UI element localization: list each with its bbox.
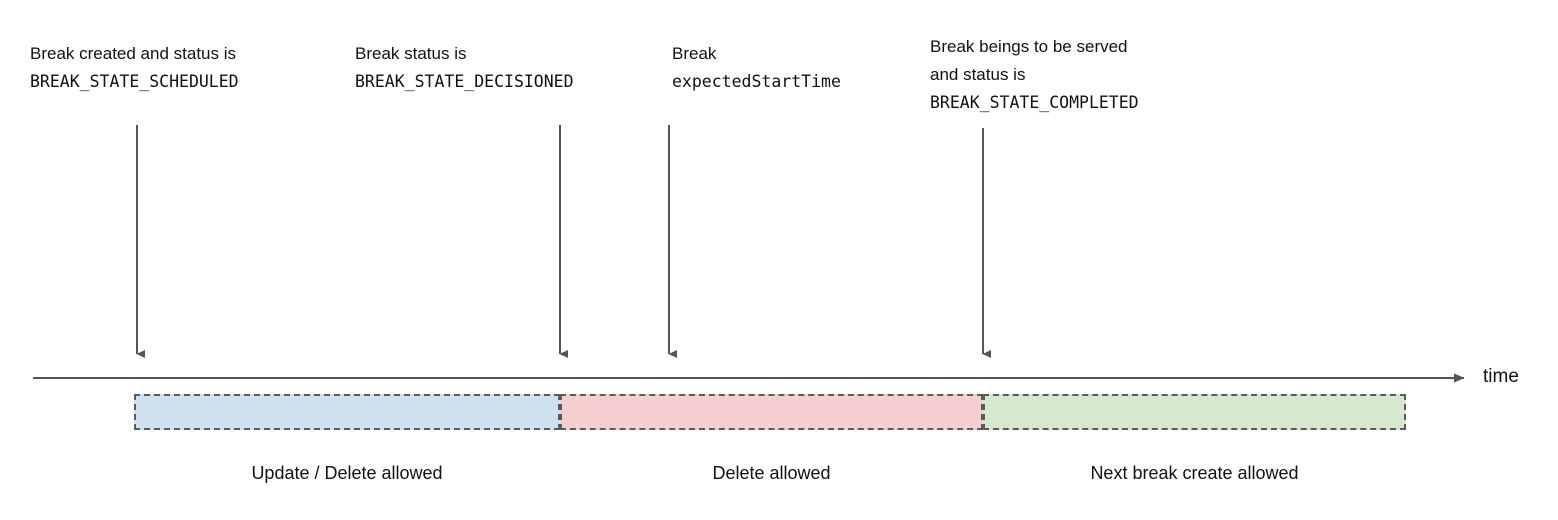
annotation-line: Break (672, 44, 717, 63)
annotation-line: Break created and status is (30, 44, 237, 63)
annotation-line-constant: BREAK_STATE_DECISIONED (355, 72, 574, 91)
annotation-line-constant: BREAK_STATE_COMPLETED (930, 93, 1139, 112)
annotation-label-completed: Break beings to be served and status is … (930, 33, 1139, 117)
annotation-line: Break beings to be served (930, 37, 1128, 56)
annotation-label-expected-start-time: Break expectedStartTime (672, 40, 841, 96)
annotation-line: and status is (930, 65, 1026, 84)
timeline-segment-next-break-create (983, 394, 1406, 430)
annotation-line-constant: BREAK_STATE_SCHEDULED (30, 72, 239, 91)
segment-caption-next-break-create: Next break create allowed (1090, 463, 1299, 483)
timeline-segment-delete (560, 394, 983, 430)
annotation-label-decisioned: Break status is BREAK_STATE_DECISIONED (355, 40, 574, 96)
segment-caption-update-delete: Update / Delete allowed (251, 463, 443, 483)
segment-caption-delete: Delete allowed (712, 463, 831, 483)
annotation-label-scheduled: Break created and status is BREAK_STATE_… (30, 40, 239, 96)
annotation-line: Break status is (355, 44, 467, 63)
time-axis-label: time (1483, 366, 1519, 387)
annotation-line-field: expectedStartTime (672, 72, 841, 91)
timeline-segment-update-delete (134, 394, 560, 430)
